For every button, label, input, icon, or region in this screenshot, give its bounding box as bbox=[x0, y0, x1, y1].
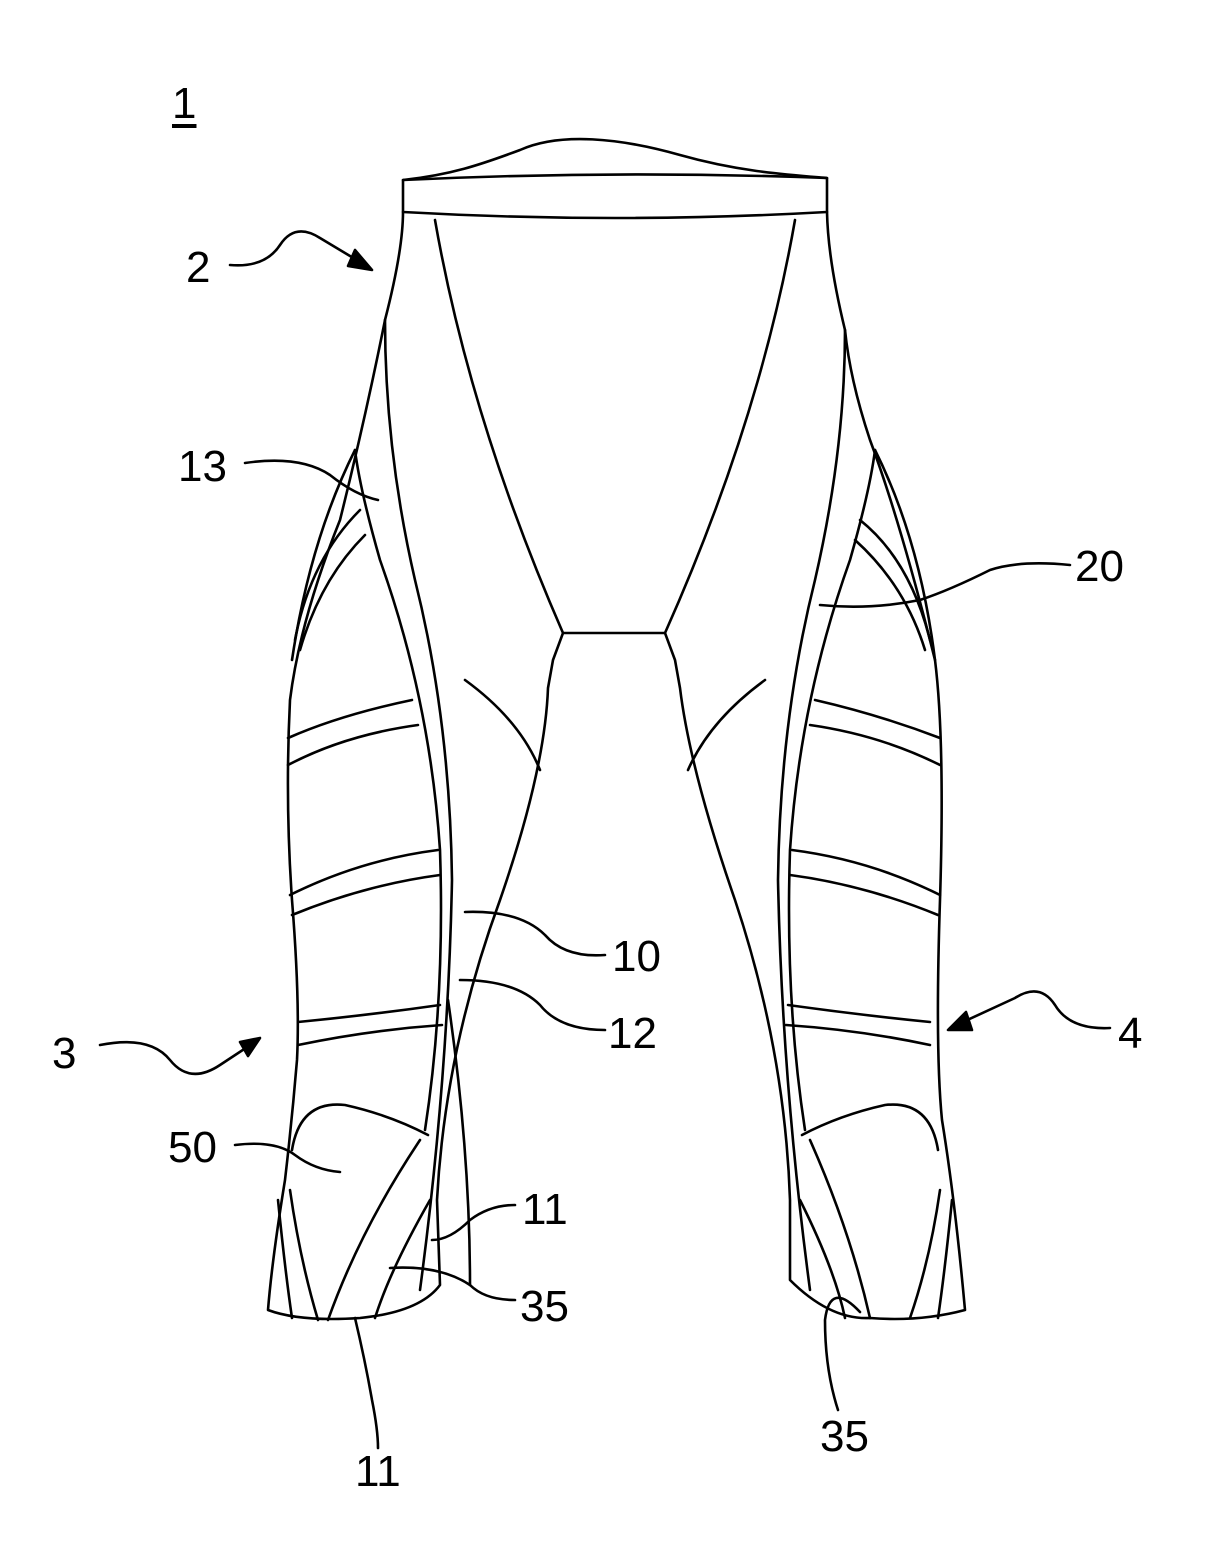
leader-2 bbox=[228, 230, 372, 270]
band bbox=[326, 1138, 422, 1322]
leader-11-lower bbox=[353, 1316, 380, 1450]
leader-35-right bbox=[823, 1296, 862, 1412]
seam bbox=[686, 678, 767, 772]
side-panel bbox=[293, 508, 362, 642]
leader-20 bbox=[818, 562, 1072, 608]
garment-outline bbox=[266, 210, 967, 1321]
arrowhead bbox=[238, 1036, 262, 1058]
leader-35-left bbox=[388, 1266, 517, 1302]
leader-13 bbox=[243, 459, 380, 502]
band bbox=[290, 873, 442, 917]
seam bbox=[663, 218, 797, 635]
band bbox=[296, 1023, 444, 1047]
label-1: 1 bbox=[172, 79, 197, 128]
band bbox=[798, 1198, 847, 1320]
band bbox=[808, 723, 942, 767]
leader-3 bbox=[98, 1038, 260, 1076]
label-3: 3 bbox=[52, 1029, 77, 1078]
label-10: 10 bbox=[612, 932, 661, 981]
label-4: 4 bbox=[1118, 1009, 1143, 1058]
label-11-upper: 11 bbox=[522, 1185, 568, 1234]
label-2: 2 bbox=[186, 243, 211, 292]
leader-10 bbox=[463, 910, 607, 957]
band bbox=[936, 1198, 954, 1320]
side-panel bbox=[858, 518, 932, 642]
band bbox=[786, 1003, 932, 1024]
seam bbox=[446, 998, 472, 1287]
band bbox=[276, 1198, 294, 1320]
arrowhead bbox=[346, 248, 374, 272]
label-35-left: 35 bbox=[520, 1282, 569, 1331]
band bbox=[788, 873, 940, 917]
seam bbox=[383, 318, 454, 1292]
seam bbox=[776, 328, 847, 1292]
band bbox=[373, 1198, 432, 1320]
band bbox=[286, 698, 414, 740]
label-13: 13 bbox=[178, 442, 227, 491]
leader-4 bbox=[948, 990, 1112, 1030]
seam bbox=[433, 218, 565, 635]
leader-12 bbox=[458, 978, 607, 1032]
band bbox=[908, 1188, 942, 1320]
band bbox=[288, 848, 440, 897]
label-35-right: 35 bbox=[820, 1412, 869, 1461]
band bbox=[808, 1138, 872, 1320]
band bbox=[296, 1003, 442, 1024]
band bbox=[288, 1188, 320, 1322]
label-11-lower: 11 bbox=[355, 1447, 401, 1496]
leader-11-upper bbox=[430, 1203, 517, 1242]
seam bbox=[353, 448, 443, 1132]
band bbox=[784, 1023, 932, 1047]
band bbox=[790, 848, 942, 897]
leader-50 bbox=[233, 1142, 342, 1174]
side-panel bbox=[853, 538, 927, 652]
waistband bbox=[401, 173, 829, 220]
label-20: 20 bbox=[1075, 542, 1124, 591]
band bbox=[800, 1103, 940, 1152]
waistband-top bbox=[401, 137, 829, 182]
side-panel bbox=[873, 448, 937, 662]
arrowhead bbox=[946, 1010, 974, 1032]
band bbox=[813, 698, 942, 740]
seam bbox=[463, 678, 542, 772]
label-12: 12 bbox=[608, 1009, 657, 1058]
band bbox=[290, 1103, 430, 1152]
label-50: 50 bbox=[168, 1123, 217, 1172]
side-panel bbox=[298, 533, 367, 652]
band bbox=[286, 723, 420, 767]
